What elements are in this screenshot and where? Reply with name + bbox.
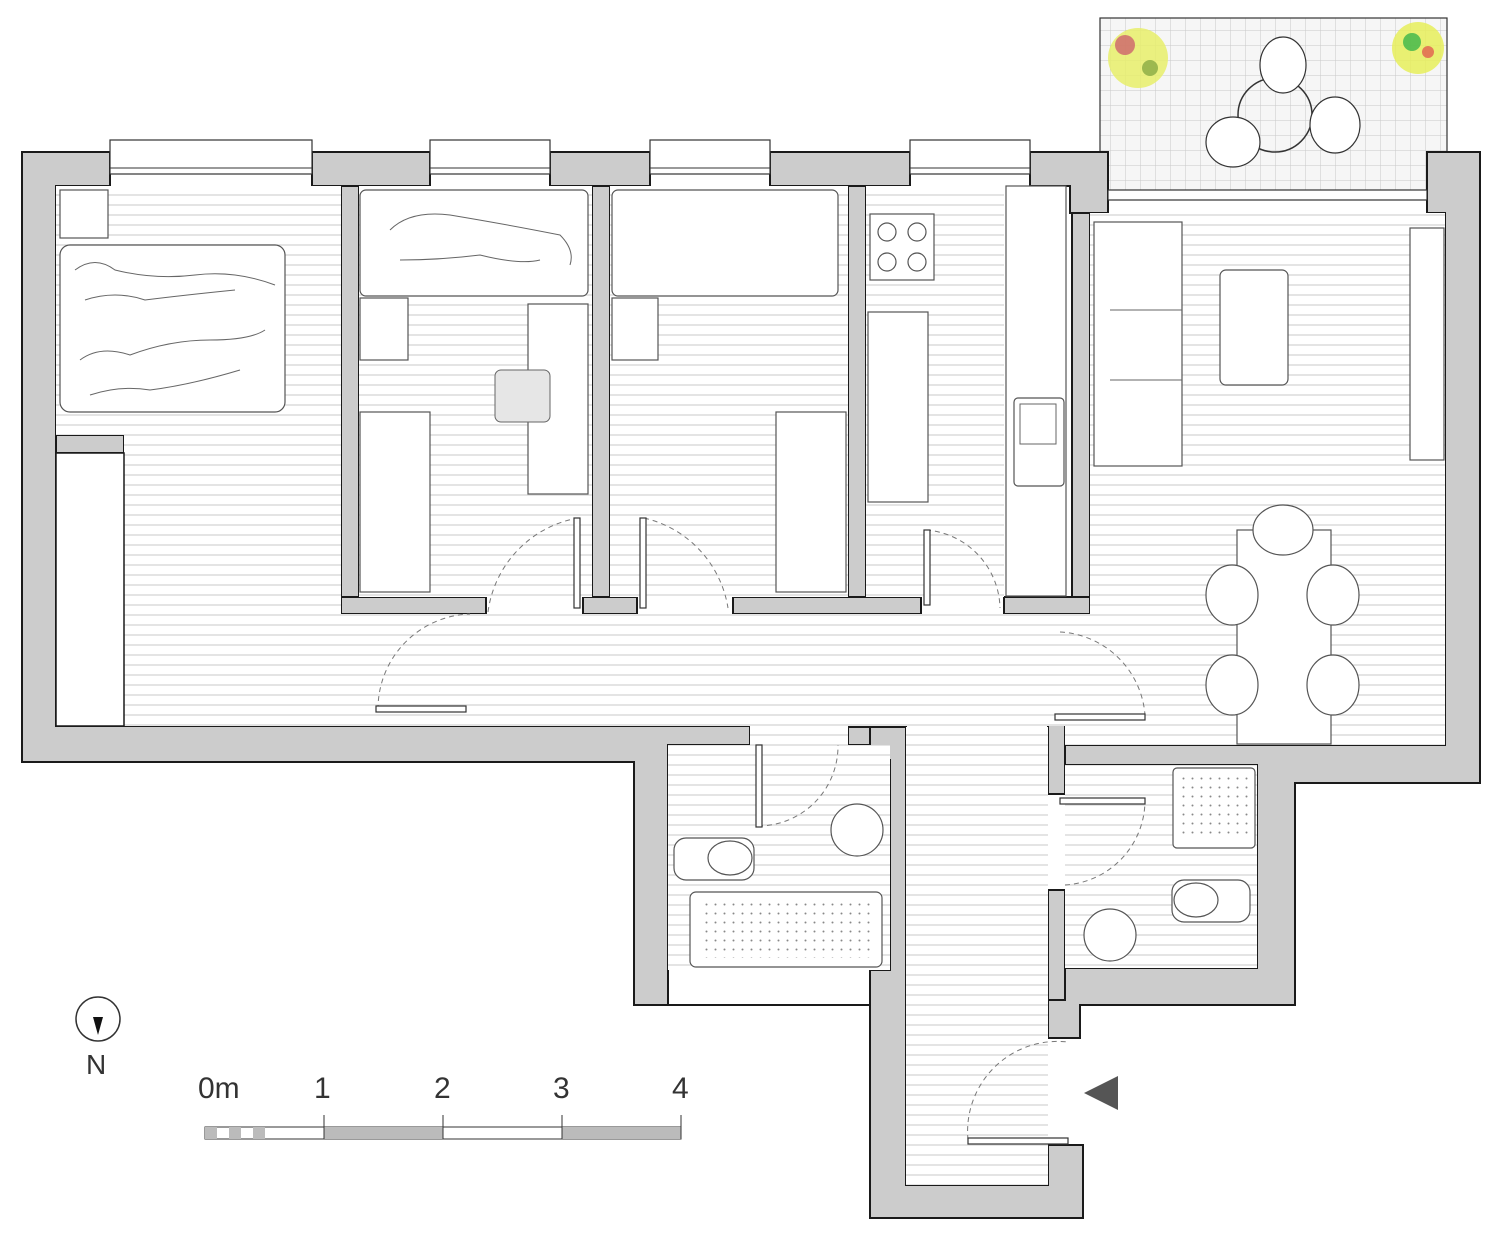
bathroom-1-furniture bbox=[673, 803, 884, 968]
living-furniture bbox=[1093, 221, 1445, 745]
north-arrow-icon bbox=[75, 996, 121, 1042]
scale-label-3: 3 bbox=[553, 1072, 570, 1105]
scale-label-1: 1 bbox=[314, 1072, 331, 1105]
windows bbox=[109, 139, 1428, 201]
scale-label-4: 4 bbox=[672, 1072, 689, 1105]
bedroom-3-furniture bbox=[611, 189, 847, 593]
entrance-arrow-icon bbox=[1084, 1076, 1118, 1110]
bedroom-1-furniture bbox=[59, 189, 286, 413]
north-label: N bbox=[86, 1049, 106, 1080]
plant-right bbox=[1392, 22, 1444, 74]
terrace bbox=[1099, 17, 1448, 199]
doors bbox=[375, 517, 1146, 1145]
kitchen-furniture bbox=[867, 185, 1067, 597]
bathroom-2-furniture bbox=[1083, 767, 1256, 962]
terrace-table-chairs bbox=[1205, 36, 1361, 168]
plant-left bbox=[1108, 28, 1168, 88]
bedroom-2-furniture bbox=[359, 189, 589, 593]
scale-label-0: 0m bbox=[198, 1072, 240, 1105]
scale-label-2: 2 bbox=[434, 1072, 451, 1105]
scale-bar bbox=[204, 1115, 682, 1140]
